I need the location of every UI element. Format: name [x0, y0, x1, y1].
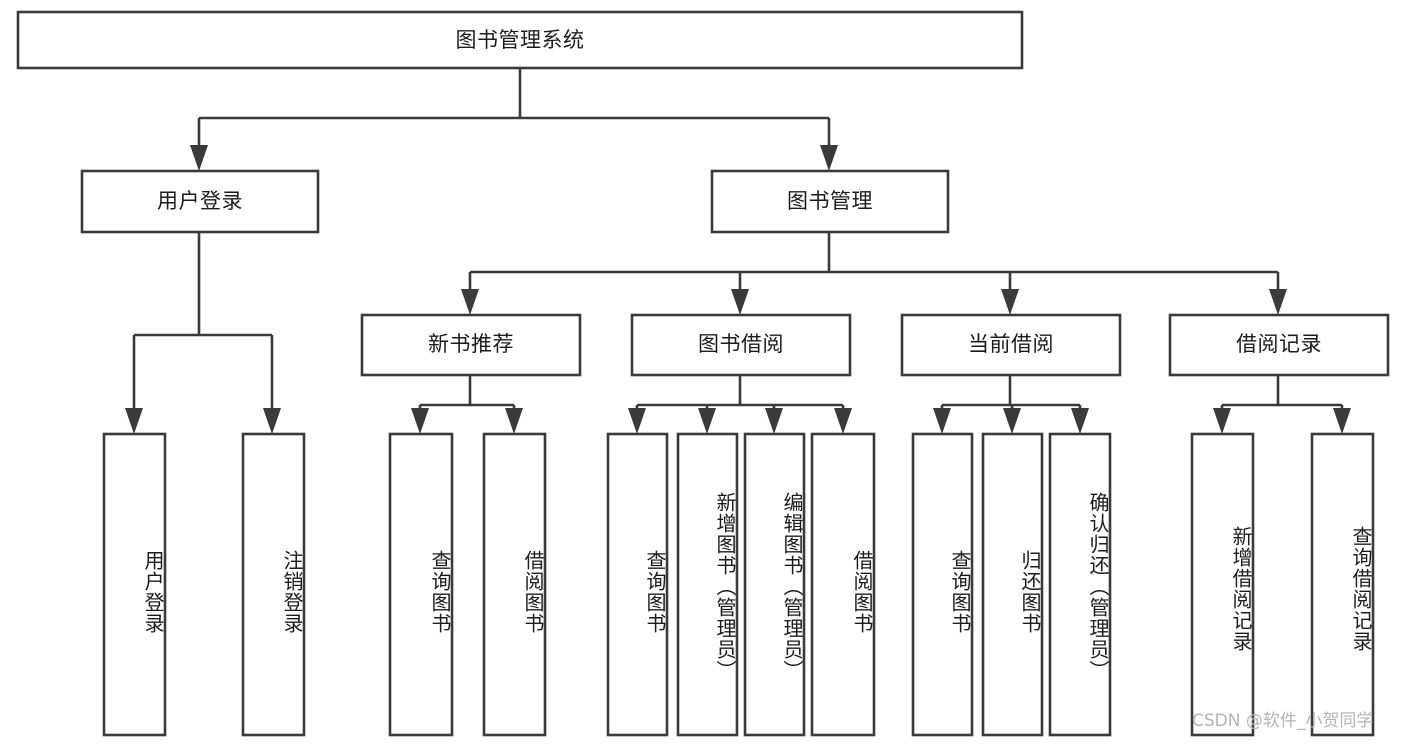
arrow-head-leaf-query-book-2	[628, 408, 646, 434]
node-leaf-edit-book-box[interactable]	[743, 432, 806, 737]
node-new-book-recommend[interactable]: 新书推荐	[360, 313, 582, 377]
arrow-head-leaf-query-book-3	[933, 408, 951, 434]
arrow-head-book-manage	[820, 145, 838, 171]
node-leaf-user-login-box[interactable]	[102, 432, 167, 737]
node-leaf-add-book-box[interactable]	[676, 432, 739, 737]
arrow-head-borrow-record	[1269, 289, 1287, 315]
arrow-head-leaf-add-borrow-record	[1213, 408, 1231, 434]
node-book-borrow-label: 图书借阅	[698, 332, 784, 356]
node-user-login-label: 用户登录	[157, 189, 243, 213]
node-leaf-query-book-3-box[interactable]	[911, 432, 974, 737]
arrow-head-leaf-borrow-book-2	[834, 408, 852, 434]
node-book-manage-label: 图书管理	[787, 189, 873, 213]
node-current-borrow-label: 当前借阅	[968, 332, 1054, 356]
arrow-head-current-borrow	[1001, 289, 1019, 315]
arrow-head-leaf-add-book	[698, 408, 716, 434]
arrow-head-leaf-query-book-1	[411, 408, 429, 434]
node-leaf-query-book-1-box[interactable]	[388, 432, 454, 737]
arrow-head-user-login	[190, 145, 208, 171]
node-leaf-borrow-book-2-box[interactable]	[810, 432, 876, 737]
arrow-head-leaf-return-book	[1003, 408, 1021, 434]
node-new-book-recommend-box[interactable]	[360, 313, 582, 377]
node-leaf-query-borrow-rec-box[interactable]	[1310, 432, 1375, 737]
node-leaf-confirm-return-box[interactable]	[1048, 432, 1112, 737]
node-user-login-box[interactable]	[80, 169, 320, 234]
node-user-login[interactable]: 用户登录	[80, 169, 320, 234]
arrow-head-leaf-query-borrow-record	[1333, 408, 1351, 434]
leaf-box-layer	[102, 432, 1375, 737]
node-leaf-query-book-2-box[interactable]	[606, 432, 669, 737]
arrow-head-leaf-user-logout	[263, 408, 281, 434]
arrow-head-leaf-borrow-book-1	[505, 408, 523, 434]
node-book-manage[interactable]: 图书管理	[710, 169, 950, 234]
arrow-head-book-borrow	[731, 289, 749, 315]
node-book-manage-box[interactable]	[710, 169, 950, 234]
node-current-borrow-box[interactable]	[900, 313, 1122, 377]
node-root[interactable]: 图书管理系统	[16, 10, 1024, 70]
arrow-head-leaf-edit-book	[765, 408, 783, 434]
node-book-borrow[interactable]: 图书借阅	[630, 313, 852, 377]
node-current-borrow[interactable]: 当前借阅	[900, 313, 1122, 377]
node-new-book-recommend-label: 新书推荐	[428, 332, 514, 356]
node-book-borrow-box[interactable]	[630, 313, 852, 377]
node-root-label: 图书管理系统	[456, 28, 585, 52]
arrow-head-leaf-confirm-return	[1071, 408, 1089, 434]
node-leaf-borrow-book-1-box[interactable]	[482, 432, 547, 737]
node-borrow-record-label: 借阅记录	[1236, 332, 1322, 356]
node-leaf-return-book-box[interactable]	[981, 432, 1044, 737]
node-borrow-record[interactable]: 借阅记录	[1168, 313, 1390, 377]
csdn-watermark: CSDN @软件_小贺同学	[1192, 711, 1374, 731]
connector-layer	[125, 68, 1351, 434]
arrow-head-leaf-user-login	[125, 408, 143, 434]
node-root-box[interactable]	[16, 10, 1024, 70]
node-leaf-add-borrow-rec-box[interactable]	[1190, 432, 1255, 737]
node-leaf-user-logout-box[interactable]	[241, 432, 306, 737]
node-borrow-record-box[interactable]	[1168, 313, 1390, 377]
arrow-head-new-book-recommend	[461, 289, 479, 315]
